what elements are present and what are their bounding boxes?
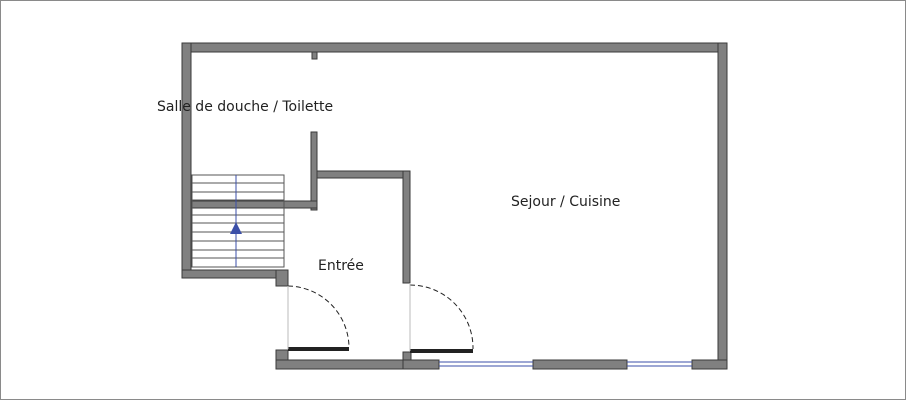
door-right-swing (409, 284, 474, 350)
wall-bottom-segment-1 (402, 359, 440, 370)
wall-left-corner (275, 269, 289, 287)
wall-bottom-segment-3 (691, 359, 728, 370)
doors (287, 283, 474, 353)
room-label-entrance: Entrée (318, 258, 364, 274)
windows (439, 361, 692, 367)
stair-arrow-icon (230, 222, 242, 234)
door-left-swing (287, 285, 350, 348)
wall-entrance-top (316, 170, 411, 179)
wall-left (181, 42, 192, 279)
staircase (191, 174, 285, 268)
room-label-bathroom: Salle de douche / Toilette (157, 99, 333, 115)
wall-right (717, 42, 728, 370)
room-label-living: Sejour / Cuisine (511, 194, 620, 210)
walls (181, 42, 728, 370)
wall-entrance-right (402, 170, 411, 284)
wall-left-bottom (181, 269, 289, 279)
wall-top (181, 42, 728, 53)
stair-outline (191, 174, 285, 268)
wall-bottom-segment-2 (532, 359, 628, 370)
wall-notch (311, 51, 318, 60)
wall-bath-bottom (190, 200, 318, 209)
wall-bottom-entrance (275, 359, 404, 370)
wall-bath-vertical (310, 131, 318, 211)
